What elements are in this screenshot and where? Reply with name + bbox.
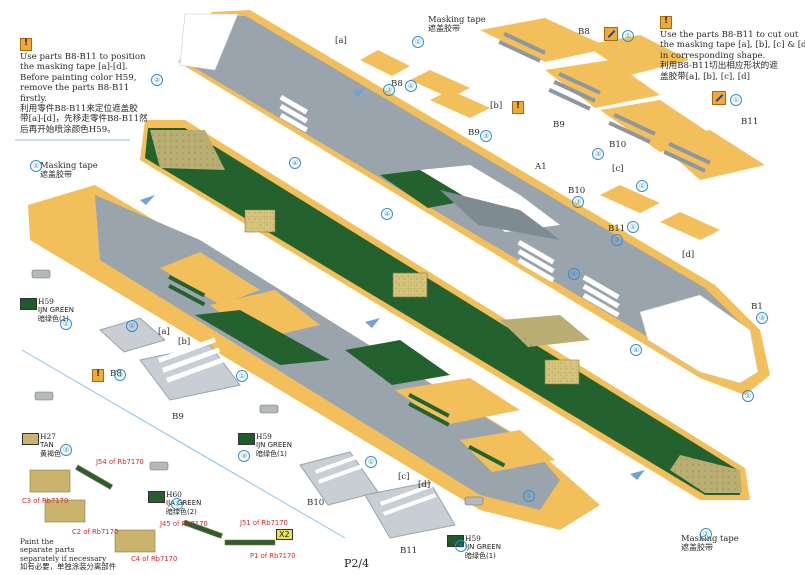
part-b8: B8 [391,79,403,89]
tape-label-a: [a] [335,36,347,46]
step-marker-1: ① [60,318,72,330]
deck-a1 [140,120,750,500]
sprue-ref-j45: J45 of Rb7170 [160,520,208,528]
step-marker-1: ① [365,456,377,468]
sprue-ref-j51: J51 of Rb7170 [240,519,288,527]
part-b9: B9 [468,128,480,138]
step-marker-2: ② [700,528,712,540]
tape-label-d: [d] [418,480,431,490]
caution-icon [512,101,524,114]
paint-callout-h60: H60 IJA GREEN 暗绿色(2) [166,490,202,516]
divider-line [21,349,346,539]
step-marker-4: ④ [568,268,580,280]
part-b10: B10 [307,498,325,508]
step-marker-3: ③ [383,84,395,96]
step-marker-3: ③ [592,148,604,160]
step-marker-1: ① [455,540,467,552]
step-marker-3: ③ [60,444,72,456]
step-marker-1: ① [126,320,138,332]
deck-lower [28,185,600,530]
step-marker-1: ① [412,36,424,48]
separate-parts [29,464,276,553]
step-marker-1: ① [636,180,648,192]
step-marker-3: ③ [480,130,492,142]
step-marker-1: ① [730,94,742,106]
paint-swatch-h59 [20,298,37,310]
page-number: P2/4 [344,557,370,570]
note-top-right: Use the parts B8-B11 to cut out the mask… [660,30,805,82]
masking-templates-top [360,18,765,240]
paint-callout-h27: H27 TAN 黄褐色 [40,432,61,458]
tape-label-c: [c] [612,164,624,174]
step-marker-2: ② [30,160,42,172]
tape-label-b: [b] [490,101,503,111]
note-bottom-left: Paint the separate parts separately if n… [20,537,117,572]
step-marker-2: ② [151,74,163,86]
step-marker-1: ① [236,370,248,382]
part-b11: B11 [608,224,626,234]
part-b11: B11 [741,117,759,127]
caution-icon [20,38,32,51]
step-marker-1: ① [622,30,634,42]
step-marker-3: ③ [238,450,250,462]
step-marker-4: ④ [630,344,642,356]
quantity-badge: X2 [276,529,293,540]
tape-label-d: [d] [682,250,695,260]
spray-gun-icon [31,269,484,506]
paint-callout-h59: H59 IJN GREEN 暗绿色(1) [256,432,292,458]
paint-swatch-h60 [148,491,165,503]
part-a1: A1 [535,162,547,172]
part-b10: B10 [609,140,627,150]
tape-label-a: [a] [158,327,170,337]
knife-icon [712,91,726,105]
part-b11: B11 [400,546,418,556]
flow-arrow [140,88,645,480]
masking-tape-label: Masking tape 遮盖胶带 [428,14,486,33]
step-marker-4: ④ [381,208,393,220]
step-marker-1: ① [627,221,639,233]
caution-icon [92,369,104,382]
knife-icon [604,27,618,41]
part-b9: B9 [553,120,565,130]
masking-tape-label: Masking tape 遮盖胶带 [40,160,98,179]
sprue-ref-p1: P1 of Rb7170 [250,552,296,560]
sprue-ref-j54: J54 of Rb7170 [96,458,144,466]
sprue-ref-c2: C2 of Rb7170 [72,528,119,536]
step-marker-4: ④ [289,157,301,169]
part-b8: B8 [578,27,590,37]
tape-label-b: [b] [178,337,191,347]
step-marker-1: ① [405,80,417,92]
sprue-ref-c4: C4 of Rb7170 [131,555,178,563]
step-marker-3: ③ [611,234,623,246]
part-b9: B9 [172,412,184,422]
step-marker-2: ② [742,390,754,402]
step-marker-3: ③ [756,312,768,324]
template-cutouts [158,337,437,516]
note-top-left: Use parts B8-B11 to position the masking… [20,52,148,135]
step-marker-3: ③ [171,498,183,510]
tape-label-c: [c] [398,472,410,482]
part-b1: B1 [751,302,763,312]
step-marker-1: ① [523,490,535,502]
paint-callout-h59: H59 IJN GREEN 暗绿色(1) [465,534,501,560]
step-marker-3: ③ [114,369,126,381]
caution-icon [660,16,672,29]
part-b10: B10 [568,186,586,196]
paint-swatch-h27 [22,433,39,445]
paint-callout-h59: H59 IJN GREEN 暗绿色(1) [38,297,74,323]
paint-swatch-h59 [238,433,255,445]
sprue-ref-c3: C3 of Rb7170 [22,497,69,505]
step-marker-3: ③ [572,196,584,208]
